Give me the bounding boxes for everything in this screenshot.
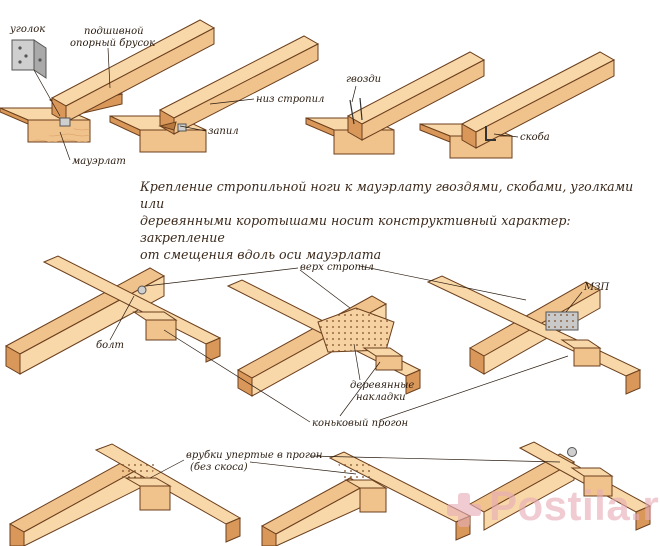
top-connection-1 <box>0 19 216 143</box>
label-verh-stropil: верх стропил <box>300 262 374 273</box>
caption-line-2: деревянными коротышами носит конструктив… <box>140 213 571 245</box>
ridge-connection-2 <box>226 279 422 397</box>
label-nakladki-2: накладки <box>356 392 406 403</box>
label-konkovyi: коньковый прогон <box>312 418 408 429</box>
top-connection-2 <box>109 35 320 153</box>
ridge-connection-3 <box>426 275 642 395</box>
ridge-notched-1 <box>8 443 242 546</box>
rafter-3 <box>346 51 486 141</box>
label-gvozdi: гвозди <box>346 74 381 85</box>
rafter-4 <box>460 51 616 149</box>
label-skoba: скоба <box>520 132 550 143</box>
label-niz-stropil: низ стропил <box>256 94 324 105</box>
staple <box>485 126 496 141</box>
notch-cut <box>158 121 177 131</box>
label-zapil: запил <box>208 126 239 137</box>
leader-lines-top <box>33 47 519 161</box>
top-connection-3 <box>305 51 486 155</box>
corner-bracket <box>11 39 47 79</box>
label-vrubki-2: (без скоса) <box>190 462 248 473</box>
bracket-installed <box>59 117 71 127</box>
label-ugolok: уголок <box>9 24 45 35</box>
ridge-notched-2 <box>260 451 472 546</box>
plus-icon <box>447 493 481 527</box>
rafter-1 <box>50 19 216 123</box>
leader-lines-middle <box>109 265 583 423</box>
leader-lines-bottom <box>149 455 561 479</box>
label-nakladki-1: деревянные <box>350 380 414 391</box>
watermark-text: Postila.ru <box>489 482 660 529</box>
label-vrubki-1: врубки упертые в прогон <box>186 450 323 461</box>
label-mauerlat: мауэрлат <box>72 156 126 167</box>
caption-line-3: от смещения вдоль оси мауэрлата <box>140 247 382 262</box>
label-bolt: болт <box>96 340 124 351</box>
label-brusok-1: подшивной <box>84 26 144 37</box>
label-brusok-2: опорный брусок <box>70 38 155 49</box>
watermark: Postila.ru <box>445 480 660 538</box>
bolt-head-bottom <box>567 447 577 457</box>
label-mzp: МЗП <box>583 282 609 293</box>
nails <box>349 97 363 125</box>
bolt-head <box>137 285 147 295</box>
ridge-notched-3 <box>468 441 652 531</box>
bracket-small <box>177 123 187 132</box>
top-connection-4 <box>419 51 616 159</box>
caption-line-1: Крепление стропильной ноги к мауэрлату г… <box>140 179 634 211</box>
caption: Крепление стропильной ноги к мауэрлату г… <box>140 178 645 263</box>
ridge-connection-1 <box>4 255 222 375</box>
